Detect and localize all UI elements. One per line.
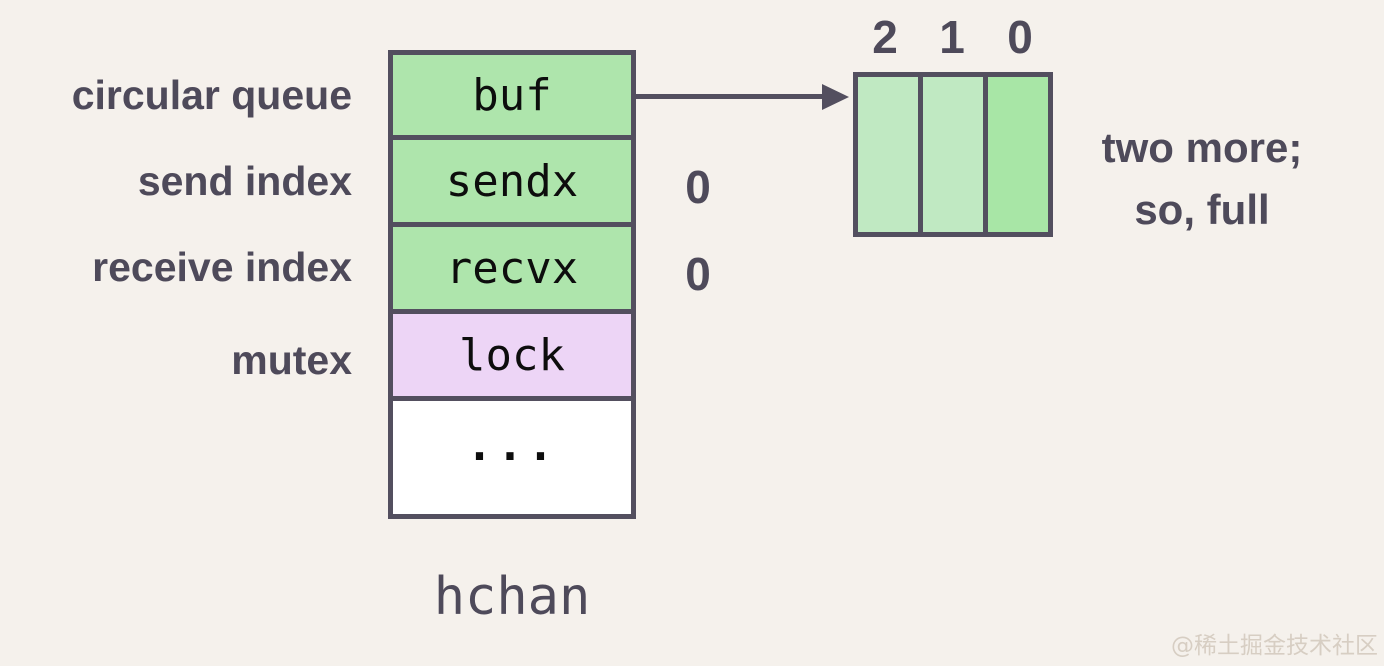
buffer-slot-1: [923, 77, 988, 232]
field-label-send-index: send index: [137, 158, 352, 204]
field-label-circular-queue: circular queue: [71, 72, 352, 118]
struct-row-sendx: sendx: [393, 140, 631, 227]
struct-row-lock: lock: [393, 314, 631, 401]
buf-pointer-arrow-line: [636, 94, 826, 99]
buffer-note: two more; so, full: [1078, 117, 1326, 241]
ellipsis-text: ...: [466, 420, 558, 471]
hchan-struct: buf sendx recvx lock ...: [388, 50, 636, 519]
buffer-slot-2: [858, 77, 923, 232]
field-label-receive-index: receive index: [92, 244, 352, 290]
struct-row-buf: buf: [393, 55, 631, 140]
struct-title-hchan: hchan: [433, 567, 591, 627]
field-label-mutex: mutex: [231, 337, 352, 383]
field-value-sendx: 0: [685, 161, 711, 213]
ring-buffer: [853, 72, 1053, 237]
field-name-sendx: sendx: [445, 155, 579, 207]
field-name-buf: buf: [472, 69, 552, 121]
buffer-note-line-2: so, full: [1134, 186, 1270, 233]
buffer-slot-0: [988, 77, 1048, 232]
field-value-recvx: 0: [685, 248, 711, 300]
buffer-index-2: 2: [872, 11, 898, 63]
struct-row-recvx: recvx: [393, 227, 631, 314]
struct-row-ellipsis: ...: [393, 401, 631, 514]
watermark: @稀土掘金技术社区: [1171, 633, 1378, 659]
field-name-lock: lock: [459, 329, 565, 381]
buffer-index-1: 1: [939, 11, 965, 63]
field-name-recvx: recvx: [445, 242, 579, 294]
buffer-note-line-1: two more;: [1101, 124, 1303, 171]
arrow-head-icon: [822, 84, 849, 110]
buffer-index-0: 0: [1007, 11, 1033, 63]
